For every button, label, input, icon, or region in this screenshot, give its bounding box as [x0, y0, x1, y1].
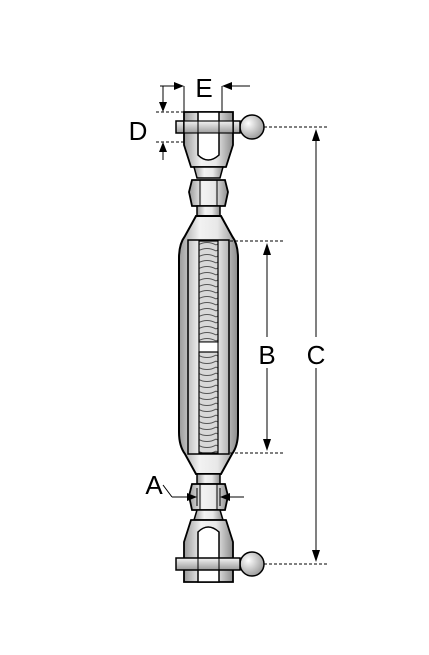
top-lock-nut [188, 179, 229, 207]
label-a: A [145, 470, 163, 500]
dimension-e: E [160, 73, 250, 112]
dimension-d: D [129, 86, 184, 160]
label-c: C [307, 340, 326, 370]
label-d: D [129, 116, 148, 146]
top-jaw-fitting [175, 111, 265, 217]
upper-thread [198, 240, 219, 343]
dimension-b: B [230, 240, 284, 454]
lower-thread [198, 351, 219, 454]
top-pin-head [239, 114, 265, 140]
bottom-pin [175, 557, 241, 571]
turnbuckle-body [178, 215, 239, 475]
dimension-c: C [264, 126, 328, 565]
label-e: E [195, 73, 212, 103]
label-b: B [258, 340, 275, 370]
bottom-pin-head [239, 551, 265, 577]
dimension-a: A [145, 470, 244, 506]
